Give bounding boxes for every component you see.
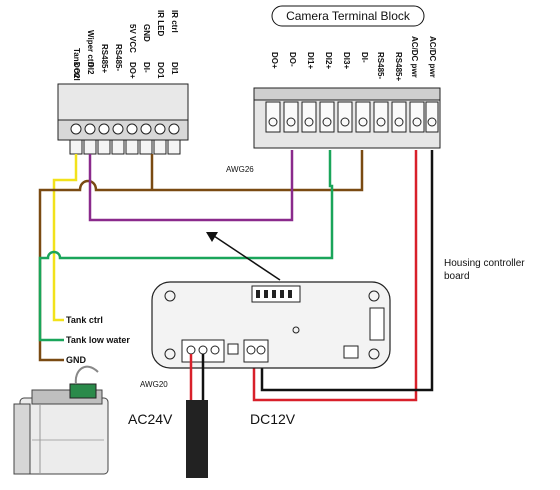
left-label-2: Wiper ctrl	[86, 30, 95, 67]
right-label-4: DI2+	[324, 52, 333, 69]
left-label-8: IR ctrl	[170, 10, 179, 33]
right-label-2: DO-	[288, 52, 297, 67]
right-label-10: AC/DC pwr	[428, 36, 437, 78]
diagram-title: Camera Terminal Block	[286, 9, 411, 23]
camera-terminal-block	[253, 87, 441, 149]
left-label-4: RS485-	[114, 44, 123, 71]
left-label-1: Tank ctrl	[72, 48, 81, 81]
left-terminal-labels: Tank ctrl Wiper ctrl RS485+ RS485- 5V VC…	[72, 10, 179, 81]
purple-wire	[88, 150, 294, 222]
title-box	[271, 5, 425, 27]
left-label2-7: DO1	[156, 62, 165, 79]
pointer-arrow	[206, 232, 281, 281]
tank-illustration	[13, 365, 109, 475]
housing-controller-board	[151, 281, 391, 369]
tank-low-water-label: Tank low water	[66, 335, 130, 345]
left-label2-6: DI-	[142, 62, 151, 73]
left-label2-8: DI1	[170, 62, 179, 75]
left-label-6: GND	[142, 24, 151, 42]
left-label2-5: DO+	[128, 62, 137, 79]
right-label-7: RS485-	[376, 52, 385, 79]
housing-label-1: Housing controller	[444, 258, 525, 269]
tank-ctrl-label: Tank ctrl	[66, 315, 103, 325]
left-label2-2: DI2	[86, 62, 95, 75]
awg20-label: AWG20	[140, 380, 168, 389]
brown-wire	[38, 150, 364, 362]
right-label-5: DI3+	[342, 52, 351, 69]
right-label-9: AC/DC pwr	[410, 36, 419, 78]
wires	[38, 150, 434, 402]
right-terminal-labels: DO+ DO- DI1+ DI2+ DI3+ DI- RS485- RS485+…	[270, 36, 437, 81]
left-label-3: RS485+	[100, 44, 109, 73]
right-label-1: DO+	[270, 52, 279, 69]
left-label2-1: DO2	[72, 62, 81, 79]
left-label-5: 5V VCC	[128, 24, 137, 53]
left-label-7: IR LED	[156, 10, 165, 36]
dc12v-label: DC12V	[250, 411, 296, 427]
housing-label-2: board	[444, 271, 470, 282]
awg26-label: AWG26	[226, 165, 254, 174]
right-label-3: DI1+	[306, 52, 315, 69]
right-label-6: DI-	[360, 52, 369, 63]
gnd-label: GND	[66, 355, 87, 365]
ac24v-label: AC24V	[128, 411, 173, 427]
black-wire-power	[260, 150, 434, 392]
left-terminal-block	[57, 83, 189, 155]
ac24v-cable	[186, 354, 208, 478]
red-wire-power	[252, 150, 418, 402]
yellow-wire	[52, 154, 78, 322]
right-label-8: RS485+	[394, 52, 403, 81]
green-wire	[38, 150, 334, 342]
